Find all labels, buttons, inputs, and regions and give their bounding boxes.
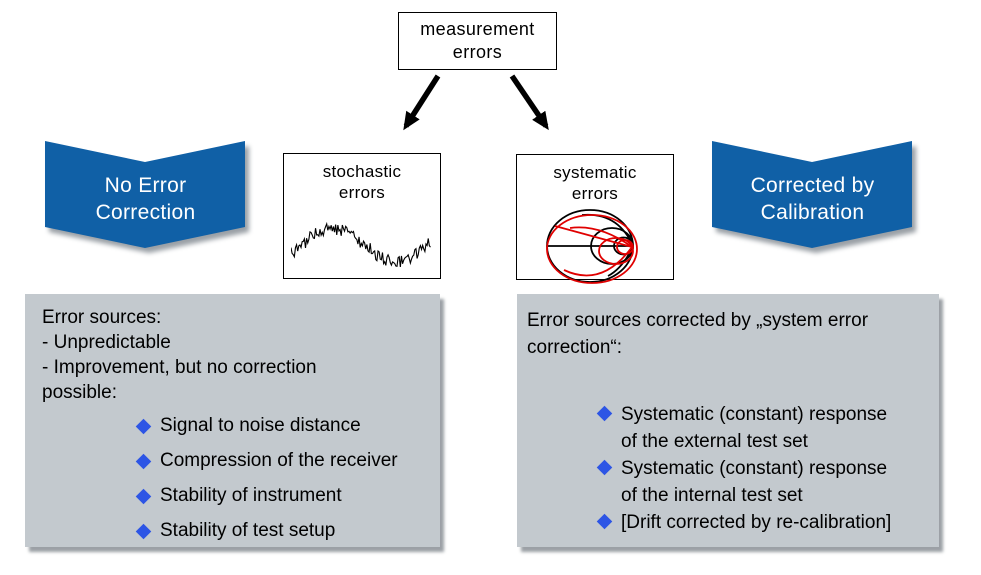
measurement-errors-box: measurement errors <box>398 12 557 70</box>
systematic-errors-box: systematic errors <box>516 154 674 284</box>
diamond-bullet-icon <box>596 513 613 530</box>
measurement-errors-label: measurement errors <box>420 19 535 62</box>
stochastic-errors-box: stochastic errors <box>283 153 441 279</box>
corrected-by-calibration-label: Corrected by Calibration <box>750 173 875 224</box>
diamond-bullet-icon <box>596 459 613 476</box>
panel-heading: Error sources: - Unpredictable - Improve… <box>42 307 317 403</box>
list-item: Compression of the receiver <box>135 449 426 473</box>
list-item: [Drift corrected by re-calibration] <box>596 509 929 536</box>
bullet-text: Systematic (constant) response of the in… <box>621 458 888 506</box>
bullet-text: Systematic (constant) response of the ex… <box>621 404 888 452</box>
panel-heading: Error sources corrected by „system error… <box>527 310 869 358</box>
diamond-bullet-icon <box>135 453 152 470</box>
no-error-correction-label: No Error Correction <box>95 173 196 224</box>
system-error-correction-panel: Error sources corrected by „system error… <box>517 294 939 547</box>
bullet-text: Compression of the receiver <box>160 450 398 471</box>
smith-chart-icon <box>546 209 638 284</box>
list-item: Stability of instrument <box>135 484 426 508</box>
chevron-banner-shape <box>712 141 912 248</box>
diamond-bullet-icon <box>596 405 613 422</box>
bullet-list: Systematic (constant) response of the ex… <box>596 401 929 536</box>
no-error-correction-banner: No Error Correction <box>45 139 255 259</box>
list-item: Signal to noise distance <box>135 414 426 438</box>
corrected-by-calibration-banner: Corrected by Calibration <box>712 139 922 259</box>
list-item: Systematic (constant) response of the in… <box>596 455 929 509</box>
systematic-errors-label: systematic errors <box>553 163 637 203</box>
bullet-text: [Drift corrected by re-calibration] <box>621 512 892 533</box>
bullet-text: Stability of instrument <box>160 485 342 506</box>
diamond-bullet-icon <box>135 523 152 540</box>
diamond-bullet-icon <box>135 488 152 505</box>
bullet-text: Signal to noise distance <box>160 415 361 436</box>
noise-waveform-icon <box>291 221 431 268</box>
list-item: Systematic (constant) response of the ex… <box>596 401 929 455</box>
no-correction-panel: Error sources: - Unpredictable - Improve… <box>25 294 440 547</box>
bullet-list: Signal to noise distance Compression of … <box>135 414 426 543</box>
list-item: Stability of test setup <box>135 519 426 543</box>
diamond-bullet-icon <box>135 418 152 435</box>
branch-arrows-icon <box>403 74 549 131</box>
chevron-banner-shape <box>45 141 245 248</box>
bullet-text: Stability of test setup <box>160 520 336 541</box>
stochastic-errors-label: stochastic errors <box>322 162 402 202</box>
